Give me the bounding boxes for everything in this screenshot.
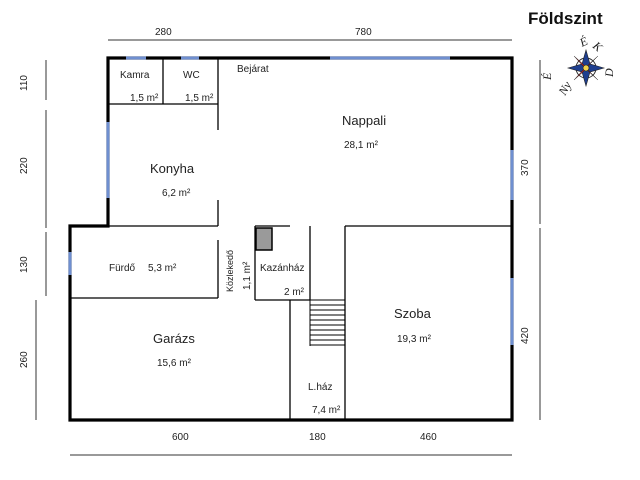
room-area-kozlekedo: 1,1 m²	[242, 261, 253, 290]
dim-bottom-right: 460	[420, 432, 437, 443]
dim-right-1: 370	[520, 159, 531, 176]
compass-letter-south: D	[602, 68, 616, 78]
room-area-kamra: 1,5 m²	[130, 93, 159, 104]
compass-letter-east: K	[589, 38, 606, 55]
dim-left-3: 130	[19, 256, 30, 273]
stairs	[309, 299, 345, 346]
room-name-kamra: Kamra	[120, 70, 150, 81]
compass-rose: É D K É Ny	[540, 34, 616, 99]
room-name-furdo: Fürdő	[109, 263, 136, 274]
room-area-garazs: 15,6 m²	[157, 358, 192, 369]
interior-walls	[70, 58, 512, 420]
room-name-szoba: Szoba	[394, 306, 432, 321]
dim-bottom-mid: 180	[309, 432, 326, 443]
windows	[68, 56, 514, 345]
room-area-wc: 1,5 m²	[185, 93, 214, 104]
room-area-kazanhaz: 2 m²	[284, 287, 305, 298]
dim-right-2: 420	[520, 327, 531, 344]
room-area-szoba: 19,3 m²	[397, 334, 432, 345]
floor-title: Földszint	[528, 9, 603, 28]
room-name-konyha: Konyha	[150, 161, 195, 176]
dim-left-2: 220	[19, 157, 30, 174]
room-name-lhaz: L.ház	[308, 382, 332, 393]
compass-letter-north: É	[576, 34, 590, 50]
room-name-kazanhaz: Kazánház	[260, 263, 304, 274]
dim-top-left: 280	[155, 27, 172, 38]
dim-left-1: 110	[19, 75, 30, 91]
room-name-nappali: Nappali	[342, 113, 386, 128]
room-area-furdo: 5,3 m²	[148, 263, 177, 274]
outer-walls	[68, 56, 514, 422]
dim-left-4: 260	[19, 351, 30, 368]
dimension-lines	[35, 39, 541, 456]
compass-letter-north-alt: É	[540, 72, 554, 81]
room-name-kozlekedo: Közlekedő	[225, 250, 235, 292]
room-area-lhaz: 7,4 m²	[312, 405, 341, 416]
dim-top-right: 780	[355, 27, 372, 38]
chimney	[255, 227, 273, 251]
dim-bottom-left: 600	[172, 432, 189, 443]
room-name-bejarat: Bejárat	[237, 64, 269, 75]
room-area-konyha: 6,2 m²	[162, 188, 191, 199]
room-area-nappali: 28,1 m²	[344, 140, 379, 151]
compass-letter-west: Ny	[555, 78, 575, 98]
room-name-garazs: Garázs	[153, 331, 195, 346]
room-name-wc: WC	[183, 70, 200, 81]
